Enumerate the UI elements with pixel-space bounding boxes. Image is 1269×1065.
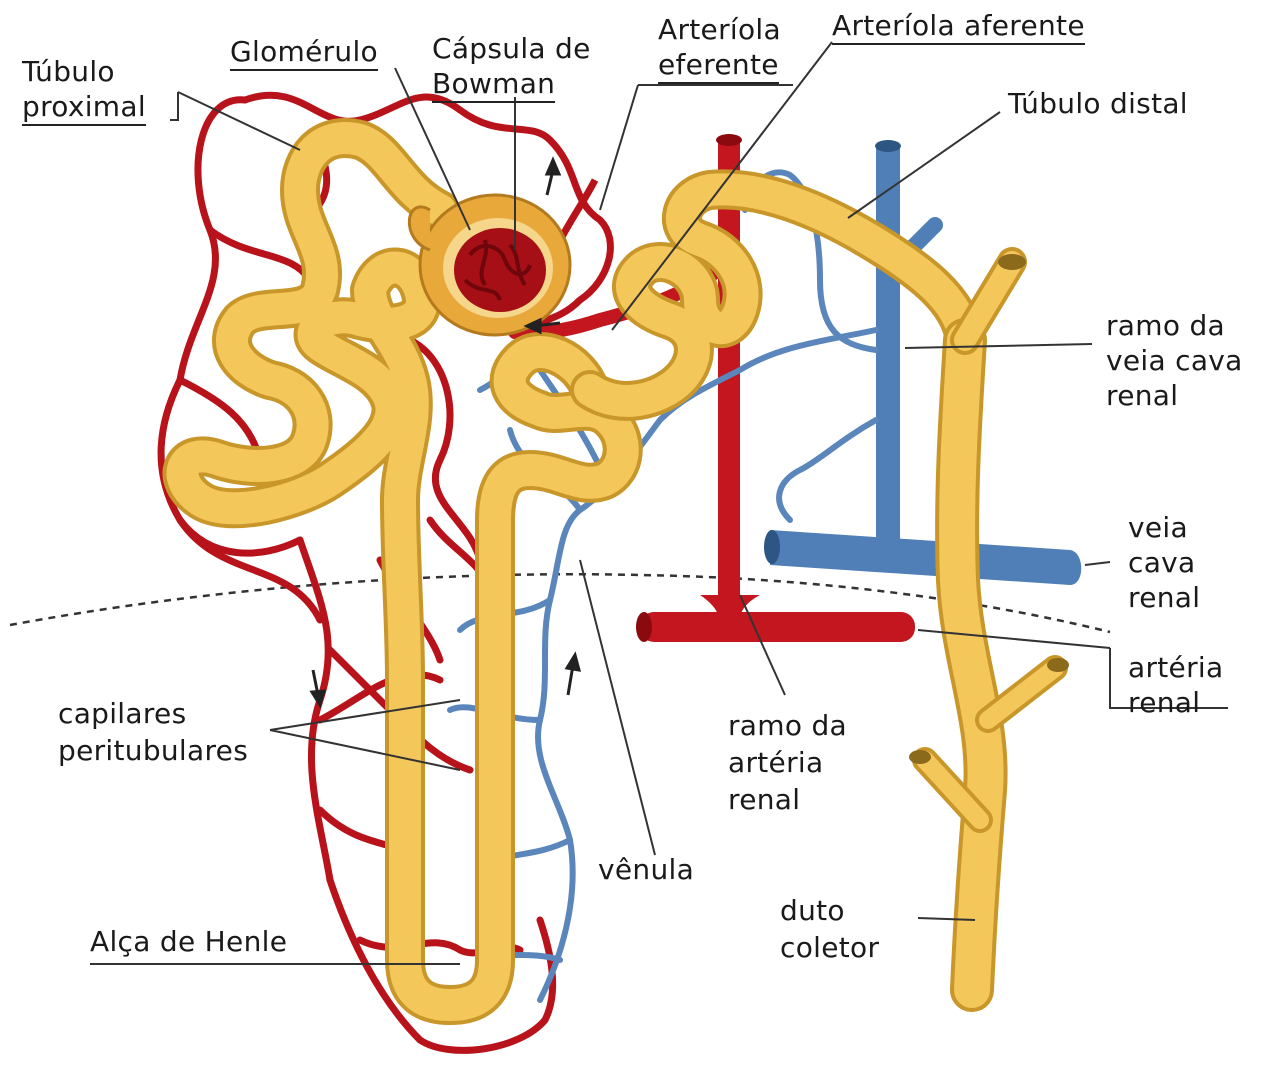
label-venula: vênula: [598, 852, 694, 887]
label-arteriola-eferente-line2: eferente: [658, 47, 779, 84]
label-alca-henle: Alça de Henle: [90, 924, 287, 959]
collecting-duct: [909, 254, 1069, 990]
label-veia-cava-line2: cava: [1128, 545, 1195, 580]
label-veia-cava-line3: renal: [1128, 580, 1200, 615]
label-duto-line1: duto: [780, 893, 845, 928]
label-arteriola-aferente: Arteríola aferente: [832, 8, 1085, 45]
label-capsula-line1: Cápsula de: [432, 31, 591, 66]
label-duto-line2: coletor: [780, 930, 879, 965]
label-capsula-line2: Bowman: [432, 66, 555, 103]
renal-vein: [770, 530, 1081, 585]
label-capilares-line1: capilares: [58, 696, 186, 731]
label-tubulo-proximal-line2: proximal: [22, 89, 146, 126]
label-ramo-arteria-line1: ramo da: [728, 708, 847, 743]
label-capilares-line2: peritubulares: [58, 733, 248, 768]
label-veia-cava-line1: veia: [1128, 510, 1188, 545]
vein-branch-vertical: [876, 145, 900, 565]
label-ramo-arteria-line2: artéria: [728, 745, 823, 780]
label-tubulo-proximal-line1: Túbulo: [22, 54, 115, 89]
label-arteriola-eferente-line1: Arteríola: [658, 12, 781, 47]
distal-tubule: [590, 189, 965, 401]
renal-artery: [640, 612, 915, 642]
label-ramo-veia-line2: veia cava: [1106, 343, 1243, 378]
label-ramo-veia-line3: renal: [1106, 378, 1178, 413]
label-ramo-arteria-line3: renal: [728, 782, 800, 817]
glomerulus: [454, 228, 546, 312]
label-tubulo-distal: Túbulo distal: [1008, 86, 1188, 121]
label-glomerulo: Glomérulo: [230, 34, 378, 71]
label-arteria-renal-line2: renal: [1128, 685, 1200, 720]
label-arteria-renal-line1: artéria: [1128, 650, 1223, 685]
label-ramo-veia-line1: ramo da: [1106, 308, 1225, 343]
